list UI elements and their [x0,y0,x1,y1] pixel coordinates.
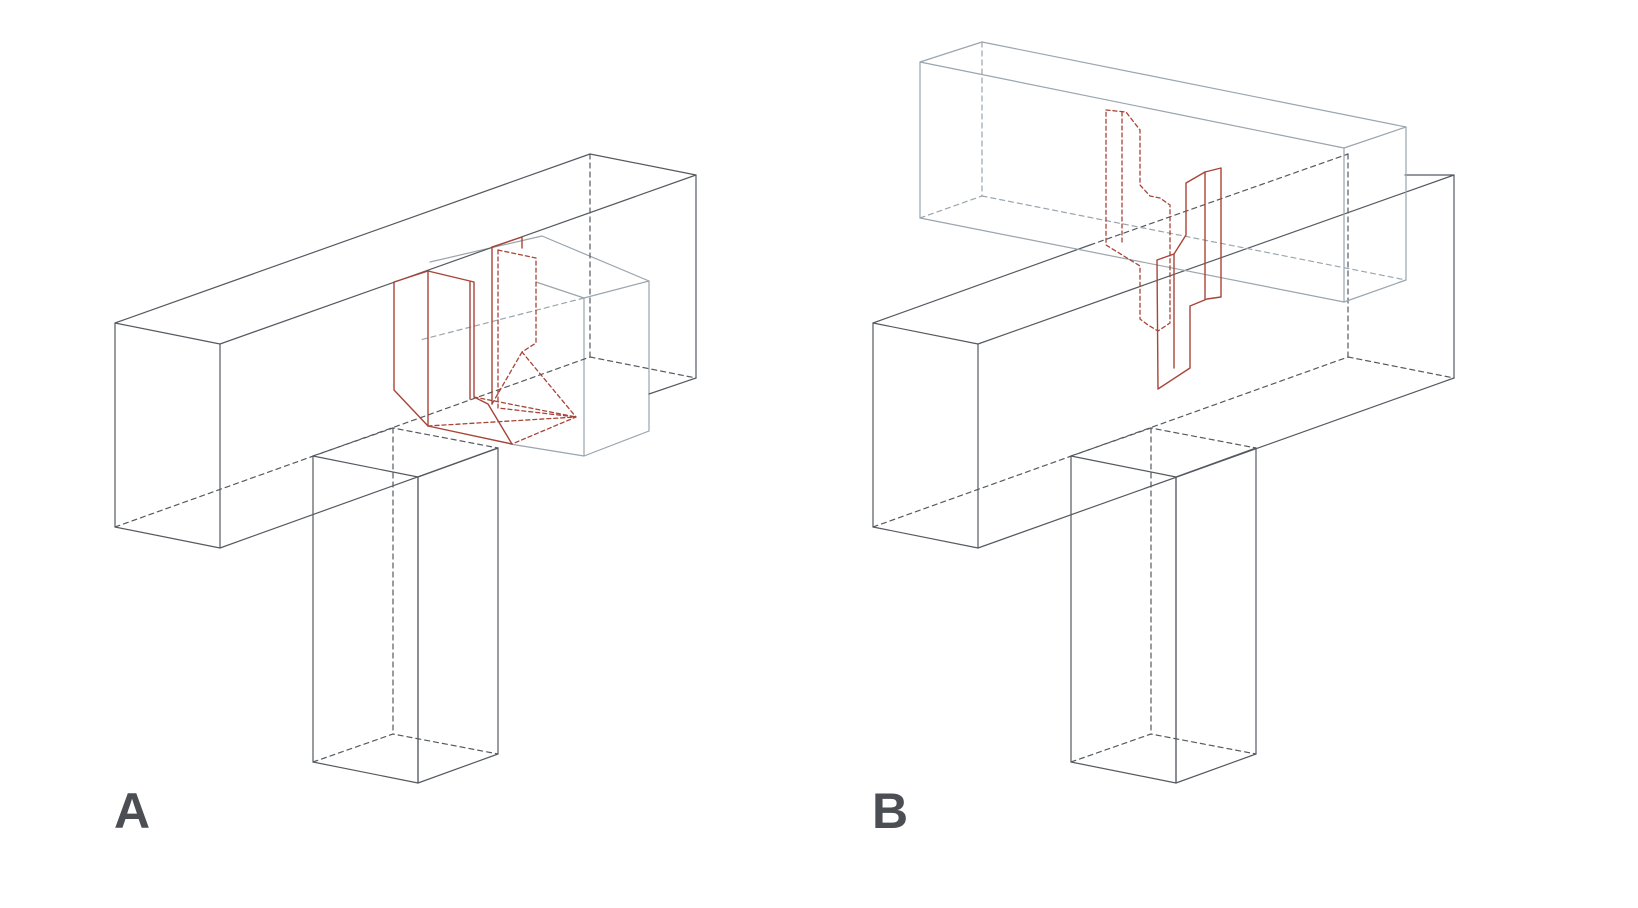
panel-a-drawing [114,153,697,784]
panel-label-a: A [114,783,151,839]
panel-a-beam [114,153,697,549]
panel-b-drawing [872,41,1455,784]
panel-a-hanger [393,236,577,445]
panel-b-beam [872,153,1455,549]
panel-a-joist [419,235,650,457]
panel-label-b: B [872,783,909,839]
panel-b-joist [919,41,1407,303]
panel-b-connector [1105,109,1222,390]
